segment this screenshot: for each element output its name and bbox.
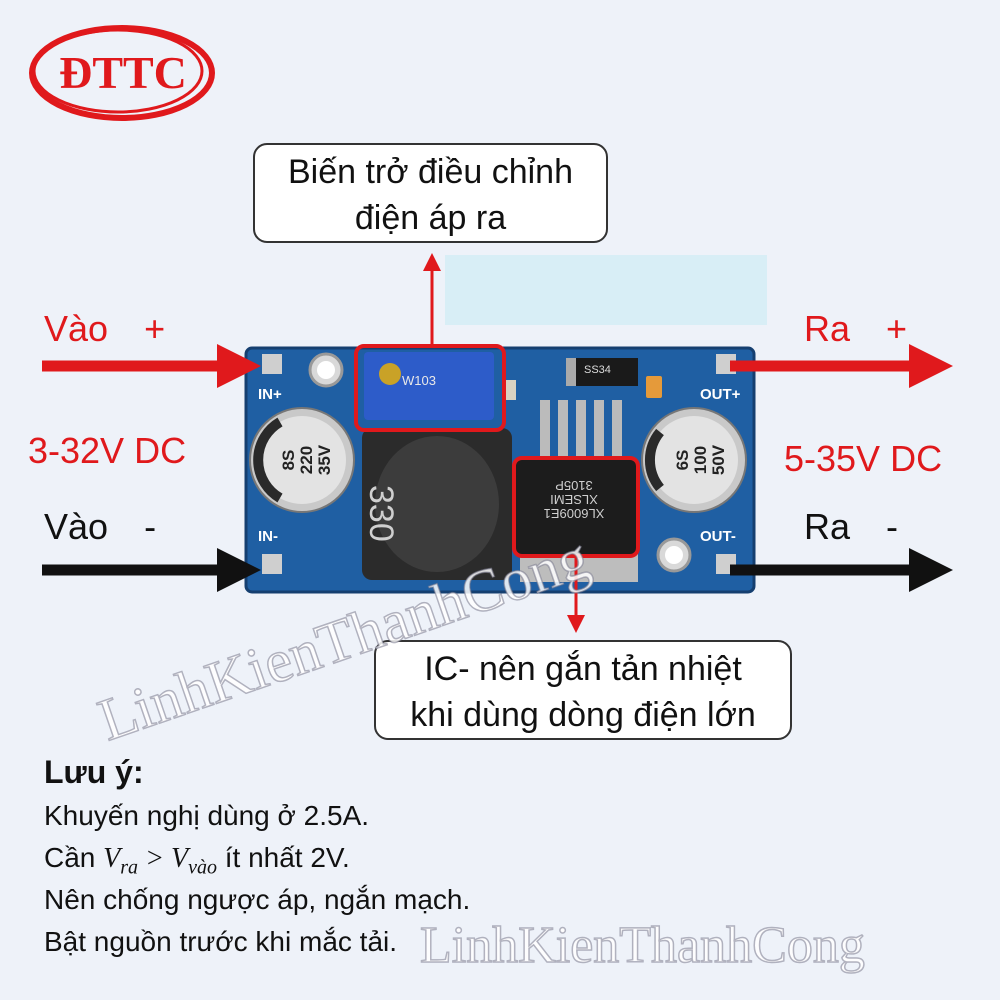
output-minus-label: Ra - [804,506,899,547]
input-plus-label: Vào + [44,308,166,349]
output-voltage: 5-35V DC [784,438,943,479]
output-plus-label: Ra + [804,308,908,349]
pin-in-plus: IN+ [258,386,282,403]
note-line-1: Khuyến nghị dùng ở 2.5A. [44,800,370,831]
pcb-board [244,344,756,594]
logo-text: ĐTTC [59,47,187,98]
logo: ĐTTC [18,16,218,126]
pin-in-minus: IN- [258,528,278,545]
notes-title: Lưu ý: [44,754,144,790]
callout-potentiometer: Biến trở điều chỉnh điện áp ra [253,143,608,243]
callout-ic: IC- nên gắn tản nhiệt khi dùng dòng điện… [374,640,792,740]
diode-label: SS34 [584,364,611,376]
watermark-bottom: LinhKienThanhCong [419,916,865,975]
pin-out-plus: OUT+ [700,386,741,403]
note-line-2: Cần Vra > Vvào ít nhất 2V. [44,842,350,879]
pin-out-minus: OUT- [700,528,736,545]
input-voltage: 3-32V DC [28,430,187,471]
highlight-box [445,255,767,325]
input-minus-label: Vào - [44,506,157,547]
potentiometer-label: W103 [402,373,436,388]
note-line-4: Bật nguồn trước khi mắc tải. [44,926,398,957]
note-line-3: Nên chống ngược áp, ngắn mạch. [44,884,471,915]
